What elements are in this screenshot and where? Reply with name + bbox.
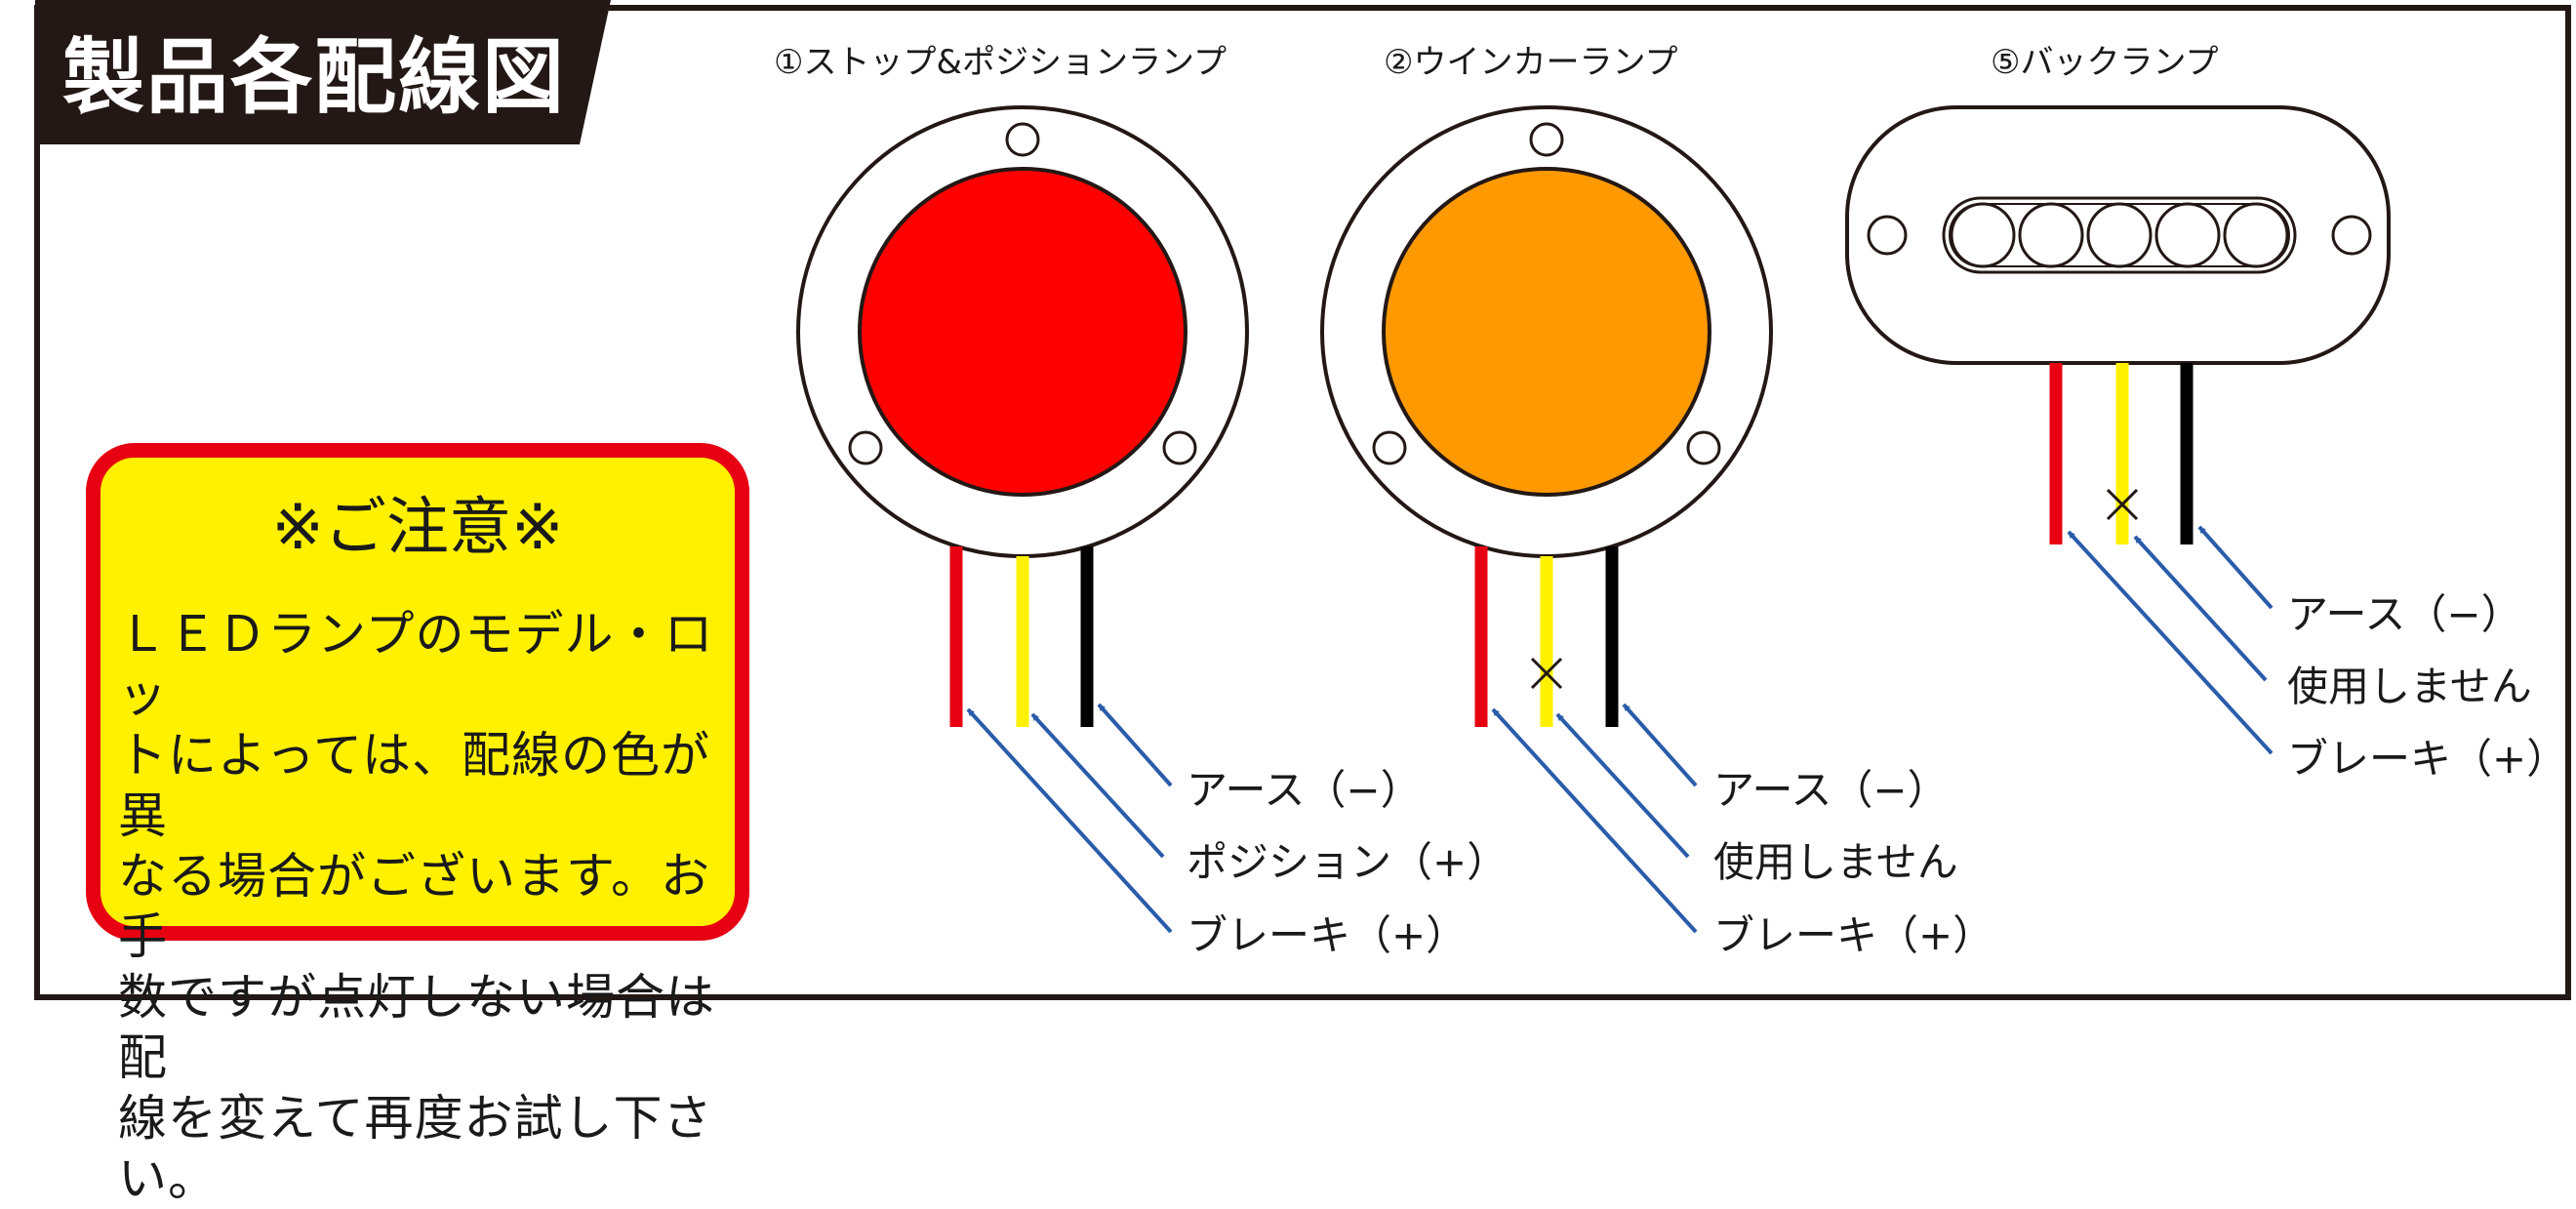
- title-banner: [35, 0, 611, 144]
- mount-hole: [1686, 430, 1721, 465]
- arrow-unused: [2133, 535, 2268, 682]
- wire-label-brake: ブレーキ（+）: [2287, 735, 2568, 783]
- mount-hole: [1529, 122, 1564, 157]
- arrow-brake: [966, 707, 1173, 934]
- lamp-lens: [1382, 167, 1711, 497]
- arrow-brake: [1491, 707, 1698, 934]
- wire-label-earth: アース（−）: [1713, 766, 1949, 814]
- led-bulb: [2086, 202, 2153, 268]
- arrow-earth: [2197, 525, 2274, 610]
- wire-label-earth: アース（−）: [2287, 590, 2522, 638]
- wire-label-unused: 使用しません: [1713, 838, 1958, 886]
- wire-label-unused: 使用しません: [2287, 663, 2532, 710]
- lamp-winker: [1320, 105, 1773, 934]
- lamp-title-winker: ②ウインカーランプ: [1384, 43, 1678, 82]
- mount-hole: [1162, 430, 1197, 465]
- notice-line: 線を変えて再度お試し下さい。: [118, 1090, 713, 1207]
- lamp-title-back: ⑤バックランプ: [1991, 43, 2219, 82]
- notice-title: ※ご注意※: [271, 492, 564, 564]
- wire-label-position: ポジション（+）: [1187, 838, 1509, 886]
- arrow-earth: [1097, 703, 1173, 787]
- lamp-lens: [858, 167, 1187, 497]
- mount-hole: [1005, 122, 1040, 157]
- led-bulb: [2154, 202, 2221, 268]
- notice-line: 数ですが点灯しない場合は配: [118, 969, 715, 1086]
- arrow-unused: [1555, 712, 1690, 859]
- notice-line: なる場合がございます。お手: [118, 848, 710, 965]
- wire-label-brake: ブレーキ（+）: [1713, 911, 1994, 959]
- led-bulb: [1950, 202, 2016, 268]
- lamp-stop-position: [796, 105, 1249, 934]
- page-title: 製品各配線図: [62, 29, 567, 125]
- outer-frame: [34, 5, 2571, 1000]
- arrow-brake: [2067, 530, 2274, 755]
- wiring-diagram: [34, 0, 2571, 1000]
- notice-line: ＬＥＤランプのモデル・ロッ: [118, 606, 714, 723]
- lamp-title-stop-position: ①ストップ&ポジションランプ: [774, 43, 1227, 82]
- led-bulb: [2018, 202, 2084, 268]
- led-bulb: [2223, 202, 2289, 268]
- arrow-earth: [1622, 703, 1698, 787]
- lamp-back: [1845, 105, 2391, 755]
- unused-cross-mark: [2106, 488, 2139, 521]
- mount-hole: [1372, 430, 1407, 465]
- mount-hole: [848, 430, 883, 465]
- notice-body: ＬＥＤランプのモデル・ロッ トによっては、配線の色が異 なる場合がございます。お…: [118, 604, 725, 1209]
- wire-label-brake: ブレーキ（+）: [1187, 911, 1468, 959]
- mount-hole: [2331, 215, 2372, 256]
- notice-box: ※ご注意※ ＬＥＤランプのモデル・ロッ トによっては、配線の色が異 なる場合がご…: [86, 443, 749, 1207]
- unused-cross-mark: [1530, 657, 1563, 690]
- arrow-position: [1030, 712, 1165, 859]
- wire-label-earth: アース（−）: [1187, 766, 1422, 814]
- mount-hole: [1867, 215, 1908, 256]
- notice-line: トによっては、配線の色が異: [118, 727, 710, 844]
